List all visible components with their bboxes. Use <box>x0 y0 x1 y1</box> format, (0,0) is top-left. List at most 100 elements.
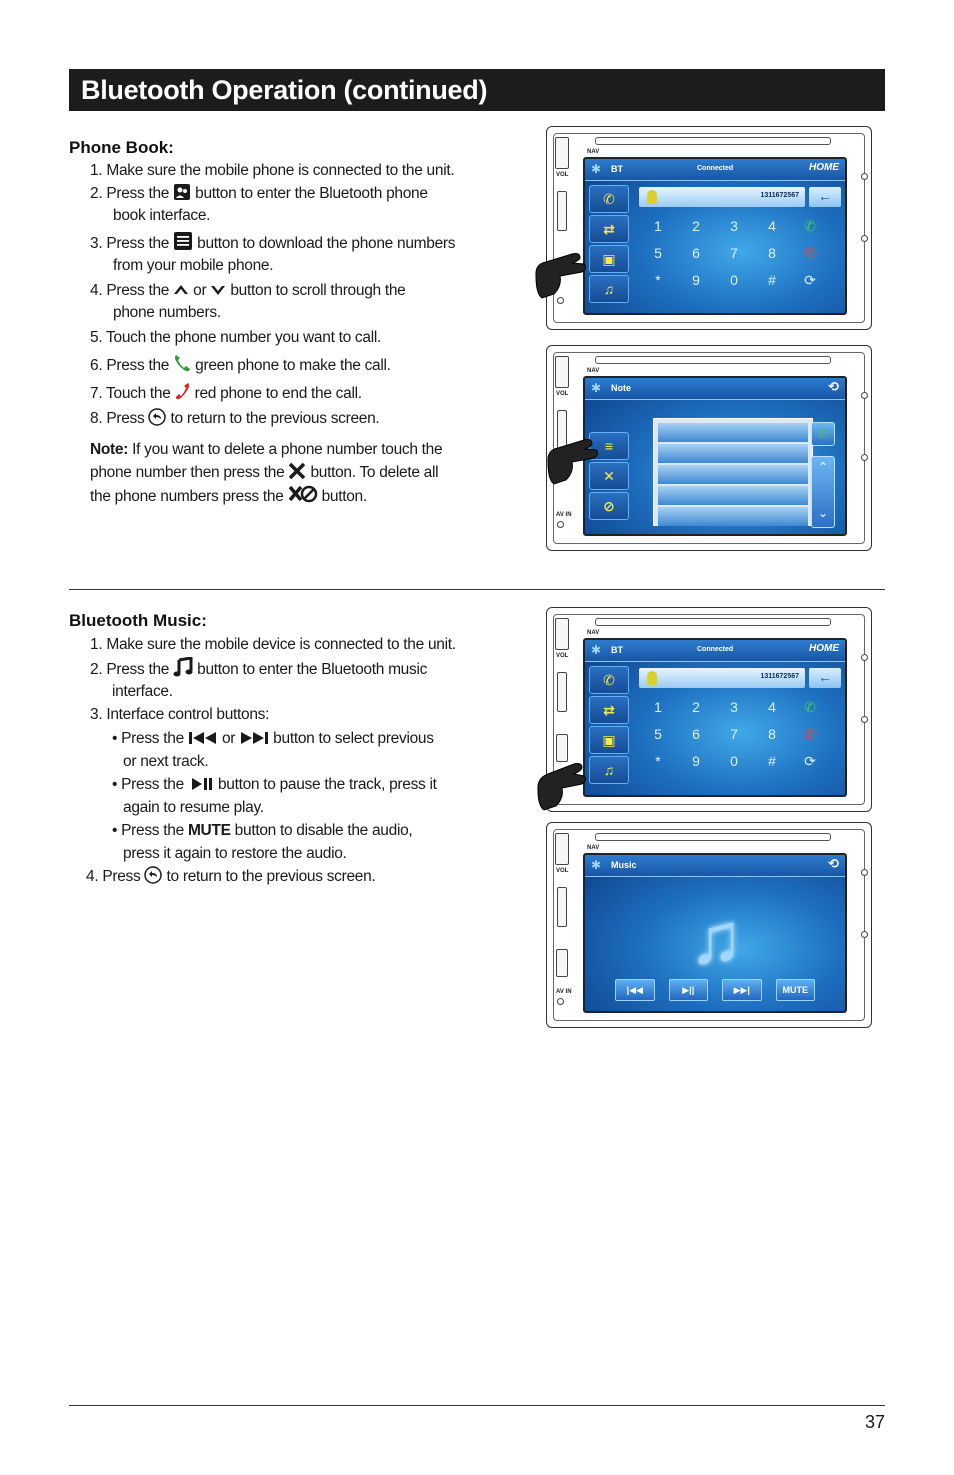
return-icon[interactable]: ⟲ <box>828 856 839 871</box>
delete-all-icon <box>288 485 317 503</box>
dialed-number: 1311672567 <box>760 192 799 199</box>
music-bullet-2-cont: again to resume play. <box>123 798 264 816</box>
bt-menu: ✆ ⇄ ▣ ♫ <box>589 666 629 789</box>
key[interactable]: 1 <box>654 699 662 715</box>
play-pause-button[interactable]: ▶|| <box>668 979 708 1001</box>
chevron-down-icon[interactable]: ⌄ <box>817 506 829 520</box>
phone-book-button[interactable]: ▣ <box>589 245 629 273</box>
usb-port <box>556 734 568 762</box>
red-phone-icon[interactable]: ✆ <box>804 245 816 261</box>
phone-book-button[interactable]: ▣ <box>589 726 629 754</box>
screen-bt-dialer: ✱ BT Connected HOME ✆ ⇄ ▣ ♫ 1311672567 ←… <box>583 157 847 315</box>
key[interactable]: 5 <box>654 726 662 742</box>
key[interactable]: 7 <box>730 245 738 261</box>
key[interactable]: 5 <box>654 245 662 261</box>
key[interactable]: 8 <box>768 726 776 742</box>
list-item[interactable] <box>658 486 808 505</box>
device-phone-keypad: VOL NAV ✱ BT Connected HOME ✆ ⇄ ▣ ♫ 1311… <box>546 126 872 330</box>
home-button[interactable]: HOME <box>809 643 839 654</box>
transfer-menu-button[interactable]: ⇄ <box>589 215 629 243</box>
key[interactable]: 2 <box>692 218 700 234</box>
note-line-1: Note: If you want to delete a phone numb… <box>90 441 443 458</box>
key[interactable]: 9 <box>692 272 700 288</box>
key[interactable]: * <box>655 753 661 769</box>
key[interactable]: 8 <box>768 245 776 261</box>
play-pause-icon <box>191 778 212 790</box>
volume-rocker[interactable] <box>555 356 569 388</box>
backspace-button[interactable]: ← <box>809 187 841 207</box>
music-controls: |◀◀ ▶|| ▶▶| MUTE <box>615 979 815 1001</box>
key[interactable]: 6 <box>692 245 700 261</box>
key[interactable]: 6 <box>692 726 700 742</box>
music-button[interactable]: ♫ <box>589 275 629 303</box>
volume-rocker[interactable] <box>555 137 569 169</box>
key[interactable]: 3 <box>730 699 738 715</box>
next-track-button[interactable]: ▶▶| <box>722 979 762 1001</box>
call-menu-button[interactable]: ✆ <box>589 666 629 694</box>
scroll-buttons: ⌃ ⌄ <box>811 456 835 528</box>
key[interactable]: 0 <box>730 272 738 288</box>
key[interactable]: # <box>768 753 776 769</box>
list-item[interactable] <box>658 423 808 442</box>
device-bezel <box>553 133 865 323</box>
key[interactable]: 0 <box>730 753 738 769</box>
green-phone-icon[interactable]: ✆ <box>811 422 835 446</box>
refresh-icon[interactable]: ⟳ <box>804 753 816 769</box>
backspace-button[interactable]: ← <box>809 668 841 688</box>
phone-book-icon <box>174 183 191 200</box>
key[interactable]: 1 <box>654 218 662 234</box>
key[interactable]: 4 <box>768 218 776 234</box>
key[interactable]: 4 <box>768 699 776 715</box>
call-menu-button[interactable]: ✆ <box>589 185 629 213</box>
volume-rocker[interactable] <box>555 833 569 865</box>
delete-x-icon[interactable]: ✕ <box>589 462 629 490</box>
mute-button[interactable]: MUTE <box>775 979 815 1001</box>
bluetooth-icon: ✱ <box>591 381 602 395</box>
key[interactable]: 3 <box>730 218 738 234</box>
bluetooth-music-steps: 1. Make sure the mobile device is connec… <box>86 634 520 889</box>
number-display: 1311672567 <box>639 668 805 688</box>
red-phone-icon[interactable]: ✆ <box>804 726 816 742</box>
music-label: Music <box>611 860 637 870</box>
music-icon <box>173 656 193 676</box>
volume-rocker[interactable] <box>555 618 569 650</box>
key[interactable]: * <box>655 272 661 288</box>
list-item[interactable] <box>658 444 808 463</box>
music-bullet-1-cont: or next track. <box>123 752 209 770</box>
music-bullet-3: • Press the MUTE button to disable the a… <box>112 822 413 839</box>
chevron-up-icon <box>174 284 189 294</box>
bluetooth-music-title: Bluetooth Music: <box>69 611 207 630</box>
list-item[interactable] <box>658 465 808 484</box>
vol-label: VOL <box>556 172 569 178</box>
delete-all-icon[interactable]: ⊘ <box>589 492 629 520</box>
list-item[interactable] <box>658 507 808 526</box>
dialed-number: 1311672567 <box>760 673 799 680</box>
screen-bt-dialer: ✱ BT Connected HOME ✆ ⇄ ▣ ♫ 1311672567 ←… <box>583 638 847 797</box>
music-step-4: 4. Press to return to the previous scree… <box>86 866 376 885</box>
vol-label: VOL <box>556 653 569 659</box>
av-in-jack <box>557 521 564 528</box>
key[interactable]: 2 <box>692 699 700 715</box>
green-phone-icon[interactable]: ✆ <box>804 218 816 234</box>
key[interactable]: 7 <box>730 726 738 742</box>
nav-label: NAV <box>587 845 600 851</box>
home-button[interactable]: HOME <box>809 162 839 173</box>
nav-label: NAV <box>587 368 600 374</box>
return-icon[interactable]: ⟲ <box>828 379 839 394</box>
mute-label: MUTE <box>187 822 231 839</box>
nav-label: NAV <box>587 149 600 155</box>
chevron-up-icon[interactable]: ⌃ <box>817 460 829 474</box>
previous-track-button[interactable]: |◀◀ <box>615 979 655 1001</box>
mount-hole <box>861 869 868 876</box>
key[interactable]: # <box>768 272 776 288</box>
refresh-icon[interactable]: ⟳ <box>804 272 816 288</box>
music-bullet-1: • Press the or button to select previous <box>112 730 434 747</box>
green-phone-icon[interactable]: ✆ <box>804 699 816 715</box>
transfer-menu-button[interactable]: ⇄ <box>589 696 629 724</box>
key[interactable]: 9 <box>692 753 700 769</box>
music-step-1: 1. Make sure the mobile device is connec… <box>90 636 456 653</box>
red-phone-icon <box>175 382 189 399</box>
music-button[interactable]: ♫ <box>589 756 629 784</box>
screen-music: ✱ Music ⟲ ♫ |◀◀ ▶|| ▶▶| MUTE <box>583 853 847 1013</box>
return-icon <box>144 866 163 884</box>
